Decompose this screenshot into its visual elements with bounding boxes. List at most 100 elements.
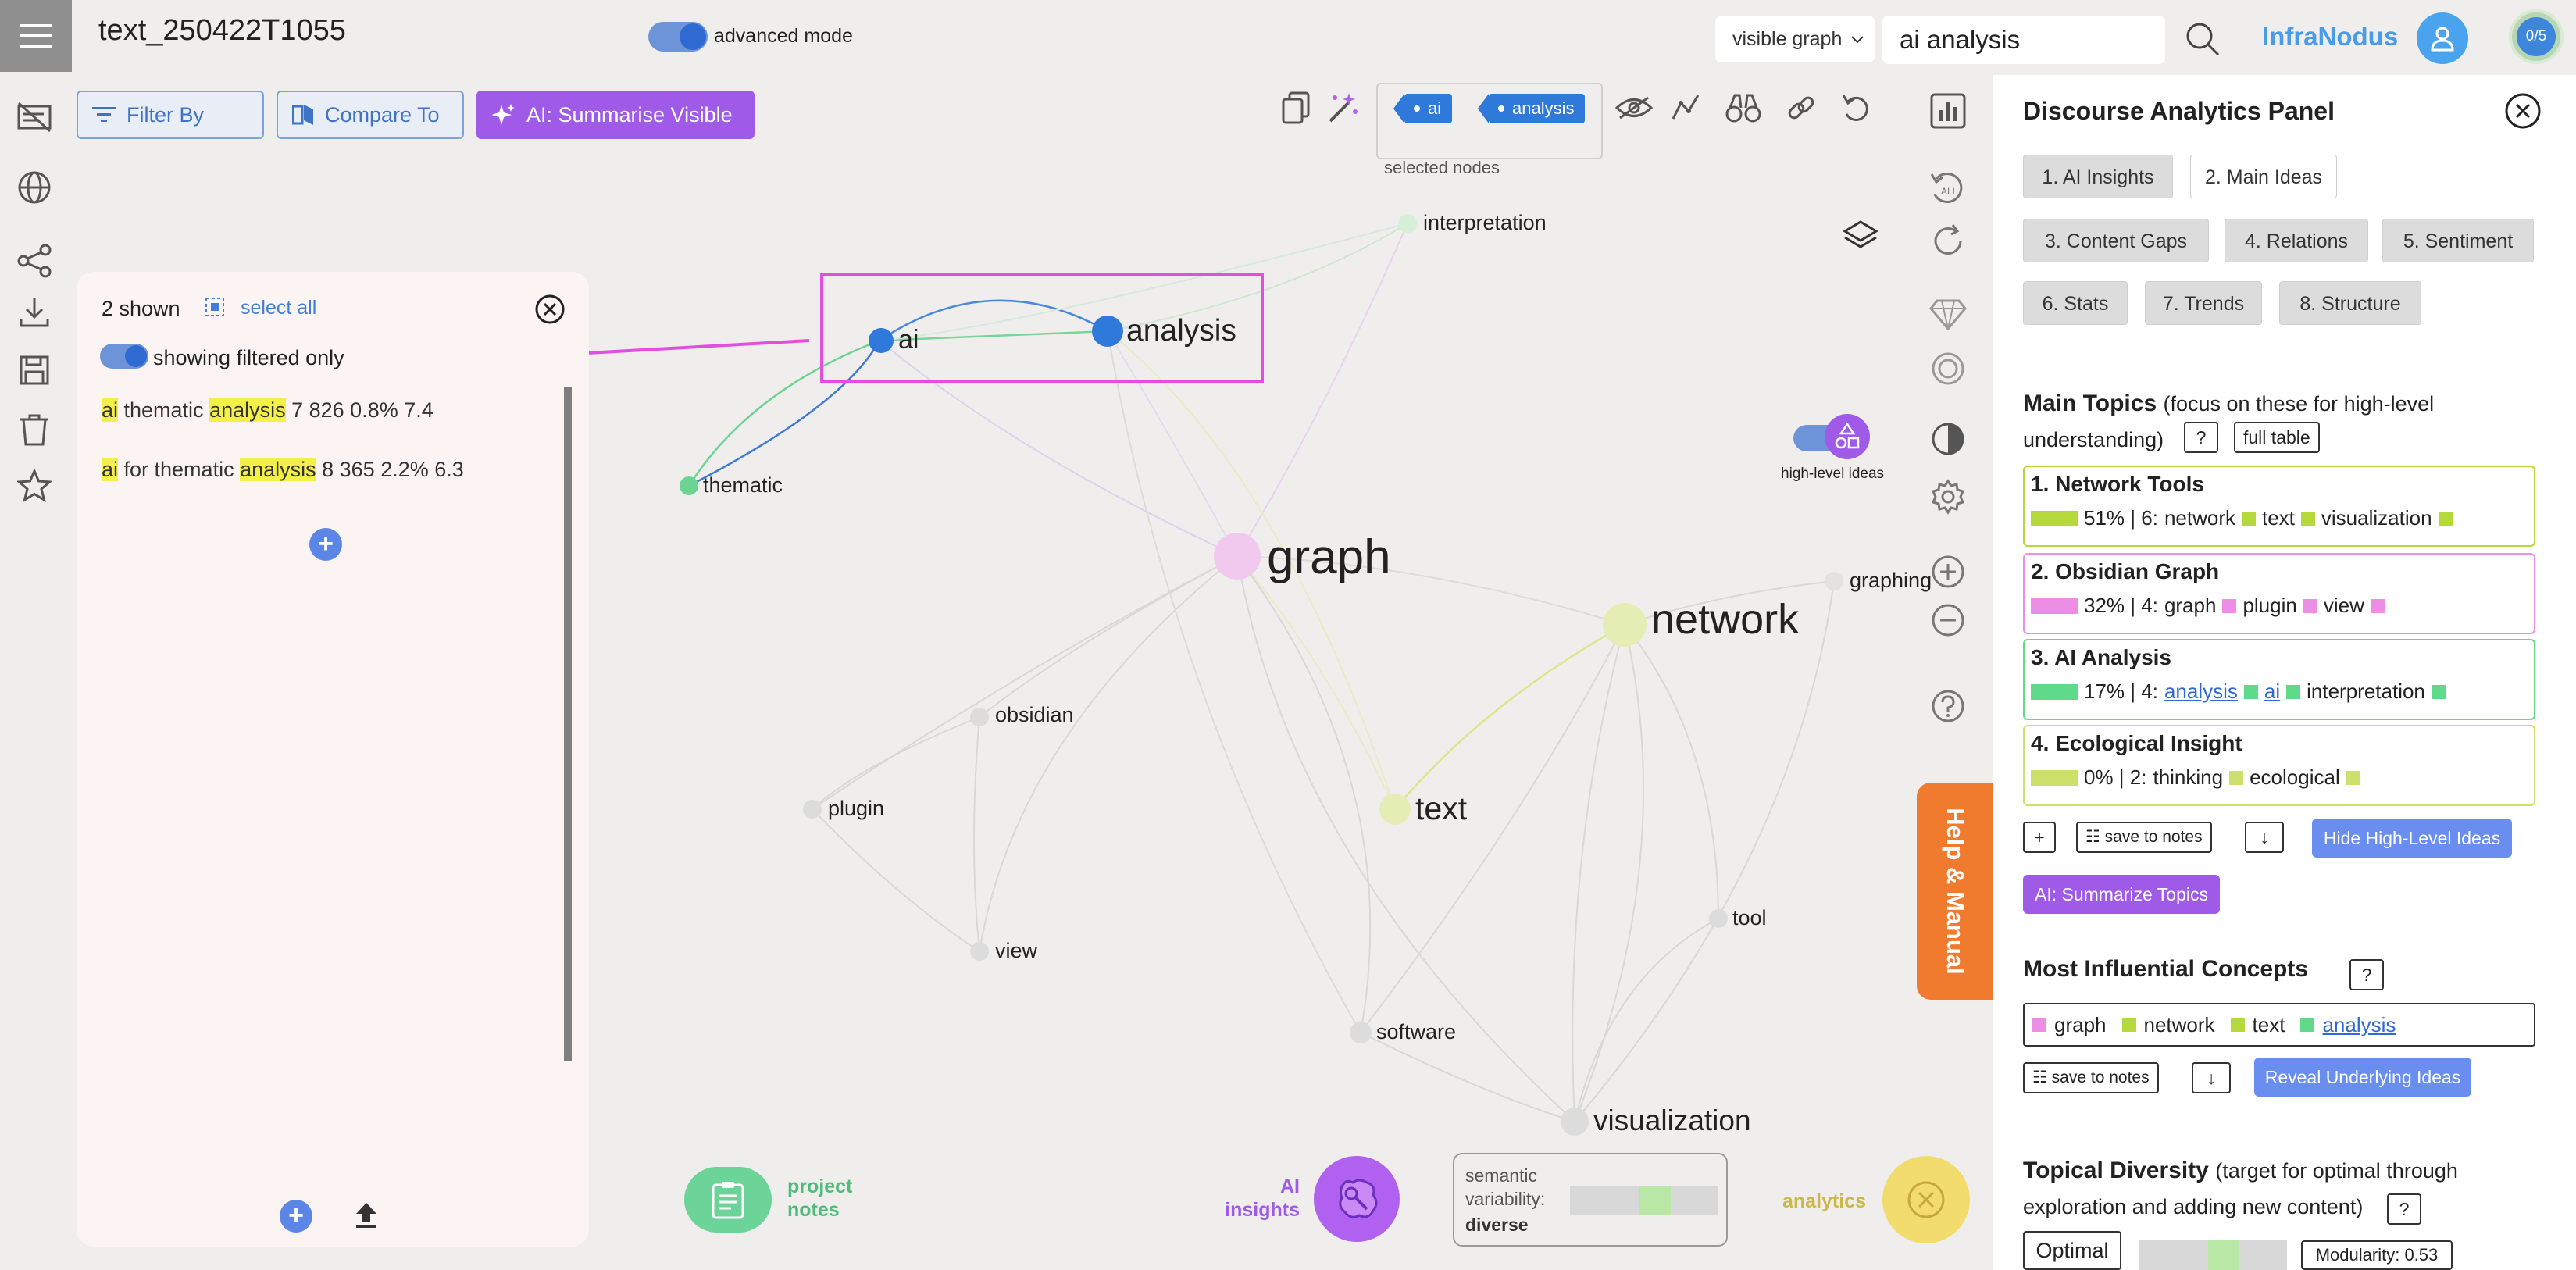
refresh-icon[interactable] [1926, 219, 1970, 262]
path-icon[interactable] [1665, 87, 1706, 128]
tab-trends[interactable]: 7. Trends [2145, 281, 2262, 325]
tab-sentiment[interactable]: 5. Sentiment [2382, 219, 2534, 262]
tab-structure[interactable]: 8. Structure [2279, 281, 2421, 325]
graph-node-network[interactable] [1603, 603, 1647, 647]
node-label-interpretation[interactable]: interpretation [1423, 211, 1547, 234]
node-label-visualization[interactable]: visualization [1593, 1104, 1751, 1136]
add-topic-button[interactable]: + [2023, 822, 2056, 853]
hamburger-menu-button[interactable] [0, 0, 72, 72]
compare-to-button[interactable]: Compare To [277, 91, 464, 139]
close-icon[interactable] [2504, 92, 2542, 130]
diamond-icon[interactable] [1926, 292, 1970, 336]
analytics-close-button[interactable] [1882, 1156, 1970, 1243]
graph-node-ai[interactable] [869, 328, 894, 353]
graph-node-analysis[interactable] [1092, 316, 1123, 347]
ai-summarize-topics-button[interactable]: AI: Summarize Topics [2023, 875, 2220, 914]
filter-result-item[interactable]: ai thematic analysis 7 826 0.8% 7.4 [102, 398, 433, 423]
zoom-in-icon[interactable] [1926, 550, 1970, 594]
filter-by-button[interactable]: Filter By [77, 91, 264, 139]
select-all-link[interactable]: select all [241, 297, 317, 319]
filter-result-item[interactable]: ai for thematic analysis 8 365 2.2% 6.3 [102, 458, 464, 482]
graph-node-thematic[interactable] [680, 476, 698, 495]
concepts-help-button[interactable]: ? [2349, 959, 2384, 990]
save-icon[interactable] [12, 348, 56, 392]
reveal-underlying-ideas-button[interactable]: Reveal Underlying Ideas [2254, 1058, 2471, 1097]
selected-node-tag[interactable]: analysis [1477, 94, 1586, 123]
tab-main-ideas[interactable]: 2. Main Ideas [2190, 155, 2337, 198]
binoculars-icon[interactable] [1723, 87, 1764, 128]
link-icon[interactable] [1781, 87, 1821, 128]
node-label-ai[interactable]: ai [898, 325, 919, 355]
zoom-out-icon[interactable] [1926, 598, 1970, 642]
help-question-icon[interactable] [1926, 684, 1970, 728]
node-label-thematic[interactable]: thematic [703, 473, 783, 497]
ai-summarise-visible-button[interactable]: AI: Summarise Visible [476, 91, 755, 139]
reset-all-icon[interactable]: ALL [1926, 167, 1970, 211]
node-label-plugin[interactable]: plugin [828, 797, 885, 820]
node-label-analysis[interactable]: analysis [1126, 314, 1236, 348]
node-label-view[interactable]: view [995, 939, 1038, 962]
project-notes-button[interactable] [684, 1167, 772, 1233]
copy-icon[interactable] [1276, 87, 1317, 128]
focus-circle-icon[interactable] [1926, 347, 1970, 391]
select-all-icon[interactable] [205, 297, 225, 317]
trash-icon[interactable] [12, 408, 56, 451]
graph-node-view[interactable] [970, 942, 989, 961]
layers-icon[interactable] [1842, 217, 1879, 255]
add-item-button[interactable]: + [280, 1200, 312, 1233]
concept-item[interactable]: analysis [2322, 1012, 2396, 1036]
star-icon[interactable] [12, 464, 56, 508]
contrast-icon[interactable] [1926, 417, 1970, 461]
graph-node-software[interactable] [1350, 1022, 1372, 1043]
save-topics-to-notes-button[interactable]: ☷ save to notes [2076, 822, 2212, 853]
search-icon[interactable] [2184, 20, 2221, 58]
undo-icon[interactable] [1836, 87, 1876, 128]
node-label-graphing[interactable]: graphing [1850, 569, 1932, 592]
magic-wand-icon[interactable] [1322, 87, 1362, 128]
add-filter-button[interactable]: + [309, 528, 342, 561]
ai-insights-button[interactable] [1314, 1156, 1400, 1242]
graph-node-interpretation[interactable] [1398, 214, 1417, 233]
main-topics-help-button[interactable]: ? [2184, 422, 2218, 453]
advanced-mode-toggle[interactable] [648, 22, 708, 52]
hide-eye-icon[interactable] [1614, 87, 1654, 128]
upload-icon[interactable] [350, 1198, 383, 1231]
analytics-chart-icon[interactable] [1926, 89, 1970, 133]
globe-icon[interactable] [12, 166, 56, 209]
diversity-help-button[interactable]: ? [2387, 1193, 2421, 1225]
high-level-ideas-toggle[interactable] [1793, 414, 1870, 459]
user-account-button[interactable] [2417, 12, 2468, 64]
search-input[interactable] [1882, 16, 2165, 64]
node-label-graph[interactable]: graph [1267, 530, 1391, 584]
tab-ai-insights[interactable]: 1. AI Insights [2023, 155, 2173, 198]
save-concepts-to-notes-button[interactable]: ☷ save to notes [2023, 1062, 2159, 1093]
close-icon[interactable] [534, 294, 566, 325]
share-icon[interactable] [12, 239, 56, 283]
graph-node-graph[interactable] [1214, 533, 1261, 580]
graph-nodes[interactable] [680, 214, 1843, 1136]
hide-high-level-ideas-button[interactable]: Hide High-Level Ideas [2312, 819, 2512, 858]
graph-node-graphing[interactable] [1825, 572, 1843, 590]
graph-node-plugin[interactable] [803, 800, 822, 819]
hide-text-icon[interactable] [12, 95, 56, 139]
show-filtered-only-toggle[interactable] [100, 344, 148, 369]
optimal-badge[interactable]: Optimal [2023, 1231, 2121, 1270]
graph-node-text[interactable] [1379, 794, 1411, 825]
node-label-tool[interactable]: tool [1732, 906, 1767, 929]
settings-gear-icon[interactable] [1926, 475, 1970, 519]
download-topics-button[interactable]: ↓ [2245, 822, 2284, 853]
tab-stats[interactable]: 6. Stats [2023, 281, 2128, 325]
node-label-obsidian[interactable]: obsidian [995, 703, 1074, 726]
graph-view-select[interactable]: visible graph [1715, 16, 1875, 62]
download-icon[interactable] [12, 291, 56, 334]
graph-node-visualization[interactable] [1561, 1108, 1589, 1136]
tab-relations[interactable]: 4. Relations [2225, 219, 2368, 262]
selected-node-tag[interactable]: ai [1393, 94, 1453, 123]
help-manual-tab[interactable]: Help & Manual [1917, 783, 1993, 1000]
tab-content-gaps[interactable]: 3. Content Gaps [2023, 219, 2209, 262]
